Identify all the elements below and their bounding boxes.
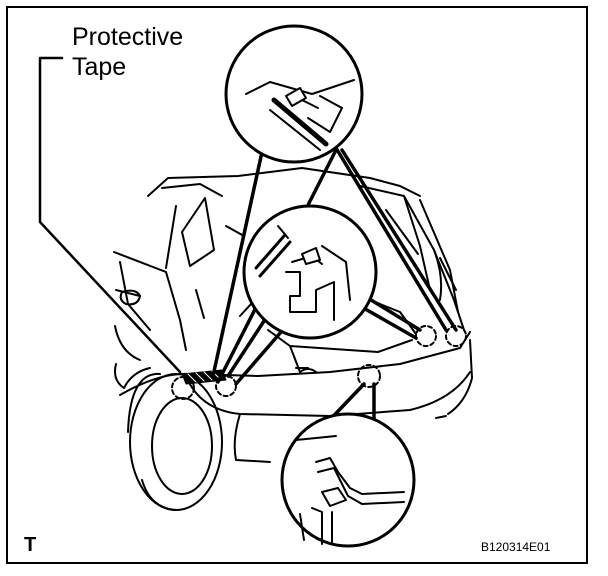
rear-wheel <box>127 372 223 511</box>
protective-tape-label: Protective Tape <box>72 23 184 81</box>
vehicle-body <box>113 167 473 463</box>
clip-location-markers <box>171 325 467 400</box>
clip-marker-right-outer <box>445 325 467 347</box>
figure-id: B120314E01 <box>481 540 551 554</box>
tape-leader-line <box>38 56 182 374</box>
detail-view-top <box>211 24 458 384</box>
clip-marker-center <box>357 364 381 388</box>
corner-code: T <box>24 534 37 556</box>
clip-marker-left-outer <box>171 376 195 400</box>
detail-view-bottom <box>280 382 416 548</box>
detail-view-middle <box>226 204 422 386</box>
clip-marker-left-inner <box>215 375 237 397</box>
